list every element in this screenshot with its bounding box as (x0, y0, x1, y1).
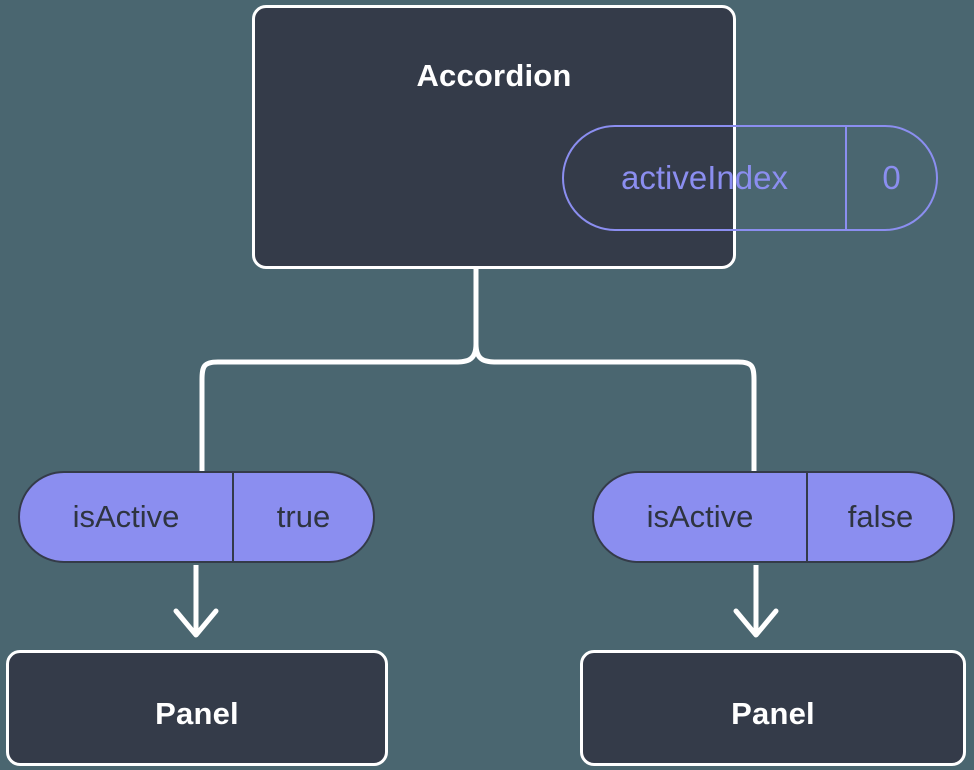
arrow-right-head-icon (733, 608, 779, 638)
state-pill-active-index[interactable]: activeIndex 0 (562, 125, 938, 231)
node-panel-right[interactable]: Panel (580, 650, 966, 766)
prop-pill-is-active-true[interactable]: isActive true (18, 471, 375, 563)
connector-fork-right (473, 341, 757, 474)
node-accordion-title: Accordion (416, 58, 572, 93)
state-pill-key: activeIndex (564, 127, 847, 229)
node-panel-right-title: Panel (731, 696, 815, 731)
prop-pill-key: isActive (594, 473, 808, 561)
prop-pill-is-active-false[interactable]: isActive false (592, 471, 955, 563)
state-pill-value: 0 (882, 159, 901, 196)
connector-fork-left (199, 341, 479, 474)
prop-pill-value: false (847, 499, 914, 534)
node-panel-left[interactable]: Panel (6, 650, 388, 766)
node-panel-left-title: Panel (155, 696, 239, 731)
prop-pill-key: isActive (20, 473, 234, 561)
arrow-left-head-icon (173, 608, 219, 638)
node-accordion[interactable]: Accordion activeIndex 0 (252, 5, 938, 269)
prop-pill-value: true (276, 499, 331, 534)
